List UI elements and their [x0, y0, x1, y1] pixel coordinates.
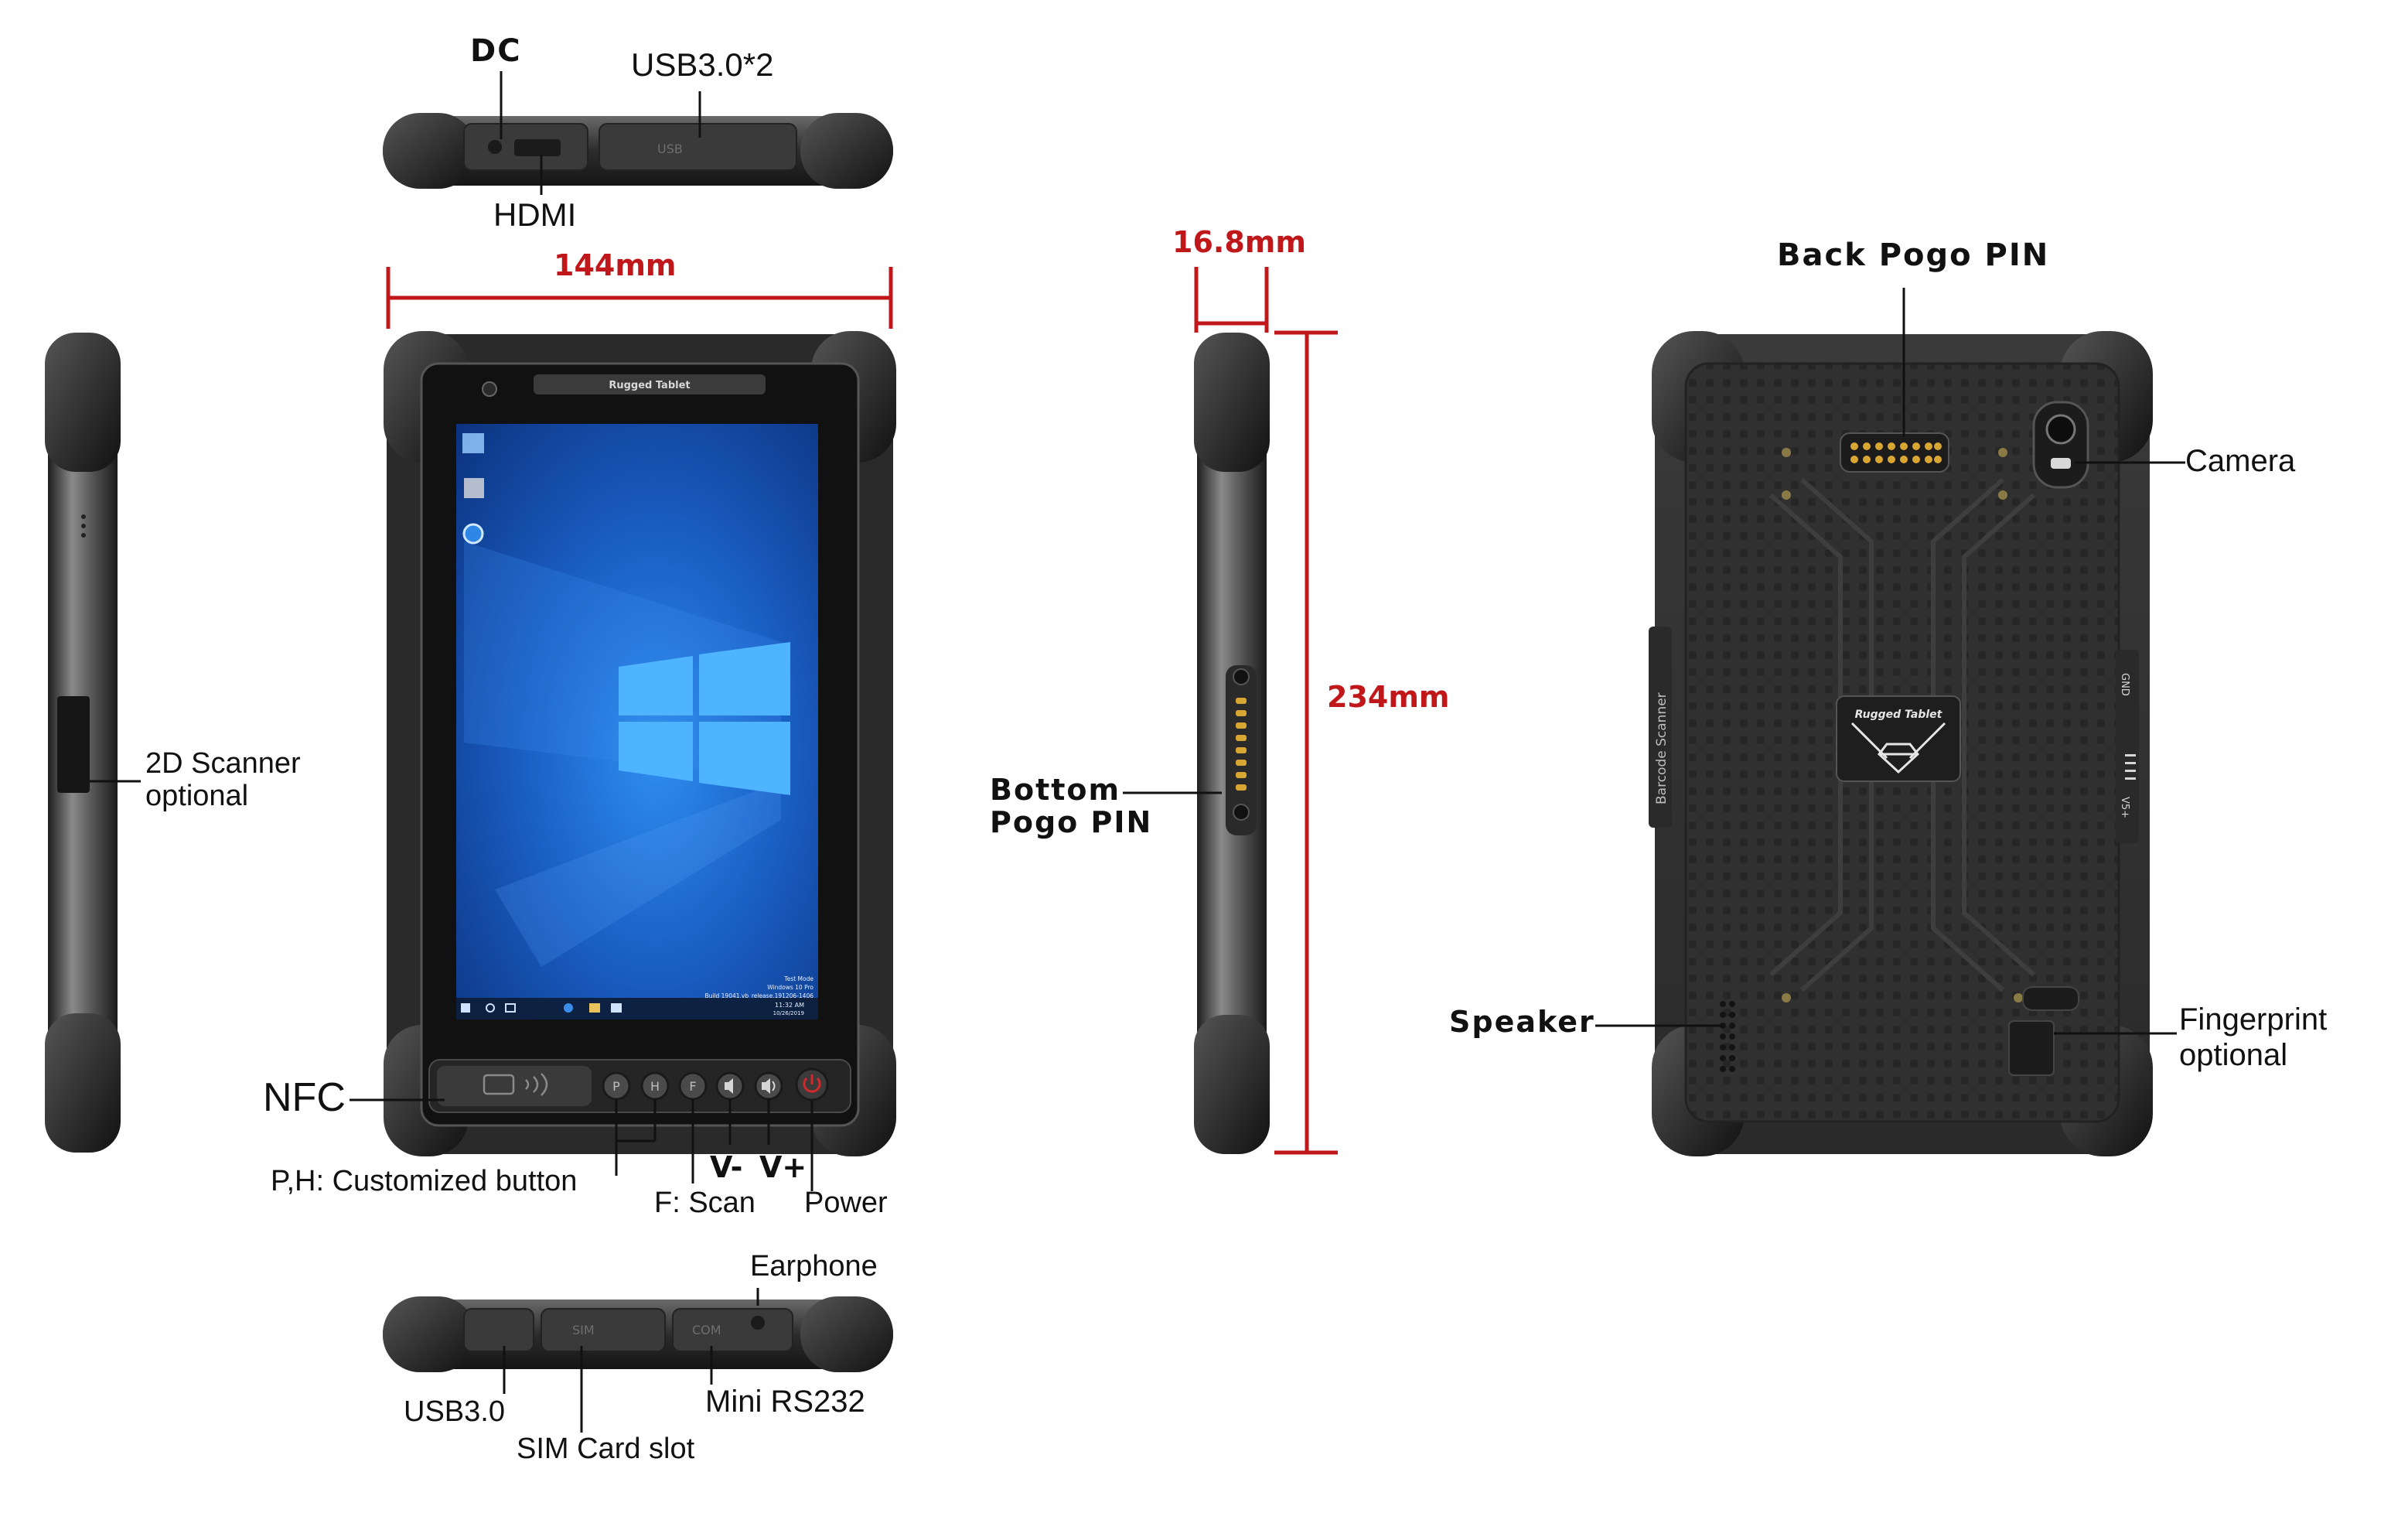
dc-label: DC — [470, 33, 522, 69]
usb-port-cover — [599, 123, 797, 171]
gnd-side-text: GND — [2119, 673, 2130, 696]
bottom-pogo-pins — [1236, 698, 1247, 791]
taskbar-time: 11:32 AM — [775, 1002, 804, 1009]
custom-button-label: P,H: Customized button — [271, 1165, 578, 1197]
top-edge-right-bumper — [800, 113, 893, 189]
svg-text:F: F — [689, 1079, 696, 1094]
hdmi-port — [514, 139, 561, 156]
left-side-bottom-bumper — [45, 1013, 121, 1153]
bezel-brand-text: Rugged Tablet — [609, 380, 690, 391]
back-brand-text: Rugged Tablet — [1855, 709, 1943, 721]
speaker-label: Speaker — [1449, 1005, 1595, 1039]
mini-rs232-label: Mini RS232 — [705, 1385, 865, 1419]
watermark-line-1: Test Mode — [783, 975, 813, 982]
earphone-label: Earphone — [750, 1250, 878, 1282]
front-camera-icon — [482, 381, 497, 397]
back-pogo-pins — [1850, 442, 1942, 463]
scan-label: F: Scan — [654, 1187, 755, 1219]
taskbar-date: 10/26/2019 — [773, 1010, 804, 1016]
earphone-jack — [751, 1316, 765, 1330]
key-f-scan-button[interactable]: F — [678, 1071, 708, 1101]
watermark-line-3: Build 19041.vb_release.191206-1406 — [704, 992, 813, 999]
back-pogo-label: Back Pogo PIN — [1777, 237, 2050, 273]
hdmi-label: HDMI — [493, 196, 577, 233]
width-dimension-label: 144mm — [554, 248, 677, 282]
com-cover — [672, 1308, 793, 1352]
svg-text:H: H — [650, 1079, 660, 1094]
bottom-edge-view: SIM COM — [383, 1288, 893, 1433]
start-icon — [461, 1003, 470, 1013]
usb-engraving: USB — [657, 142, 683, 156]
key-h-button[interactable]: H — [640, 1071, 670, 1101]
back-brand-badge — [1836, 695, 1961, 782]
desktop-app-icon — [464, 478, 484, 498]
taskbar — [456, 998, 818, 1019]
fingerprint-sensor — [2008, 1020, 2055, 1076]
top-edge-left-bumper — [383, 113, 476, 189]
v5-side-text: V5+ — [2119, 797, 2130, 818]
left-side-view — [45, 333, 141, 1153]
diamond-logo-icon — [1850, 722, 1946, 774]
recycle-bin-icon — [462, 433, 484, 453]
nfc-icon — [483, 1073, 548, 1096]
camera-flash-icon — [2051, 458, 2071, 469]
volume-up-button[interactable] — [754, 1071, 783, 1101]
task-view-icon — [505, 1003, 516, 1013]
right-side-view — [1123, 267, 1338, 1155]
scanner-label-line2: optional — [145, 780, 249, 812]
sim-engraving: SIM — [572, 1323, 595, 1337]
speaker-grill — [1720, 1001, 1735, 1072]
2d-scanner-window — [57, 696, 90, 793]
usb30-label: USB3.0 — [404, 1395, 505, 1428]
top-edge-view: USB — [383, 71, 893, 195]
left-side-top-bumper — [45, 333, 121, 472]
scanner-label-line1: 2D Scanner — [145, 747, 301, 780]
volume-down-button[interactable] — [715, 1071, 745, 1101]
height-dimension-label: 234mm — [1327, 680, 1450, 714]
sim-card-slot-label: SIM Card slot — [517, 1433, 695, 1465]
camera-lens-icon — [2045, 414, 2076, 445]
edge-browser-icon — [462, 523, 484, 545]
svg-text:P: P — [612, 1079, 620, 1094]
explorer-icon — [589, 1003, 600, 1013]
bottom-pogo-label-line2: Pogo PIN — [990, 805, 1153, 839]
barcode-scanner-side-text: Barcode Scanner — [1654, 692, 1670, 804]
edge-taskbar-icon — [564, 1003, 573, 1013]
camera-label: Camera — [2185, 444, 2296, 478]
back-pogo-plate — [1840, 432, 1949, 473]
windows-logo-icon — [619, 642, 790, 795]
fingerprint-label-line1: Fingerprint — [2179, 1002, 2328, 1037]
power-label: Power — [804, 1187, 888, 1219]
dc-port — [488, 140, 502, 154]
volume-down-label: V- — [710, 1150, 743, 1184]
bezel-nameplate — [534, 374, 766, 394]
usb30-port-cover — [463, 1308, 534, 1352]
volume-up-label: V+ — [759, 1150, 807, 1184]
power-button[interactable] — [795, 1067, 829, 1101]
sim-cover — [541, 1308, 666, 1352]
watermark-line-2: Windows 10 Pro — [767, 984, 813, 991]
front-view: Rugged Tablet Test Mode Windows 10 Pro B… — [350, 267, 896, 1191]
nfc-label: NFC — [263, 1075, 346, 1120]
back-view: Barcode Scanner GND V5+ Rugged Tablet — [1595, 288, 2185, 1156]
store-icon — [611, 1003, 622, 1013]
thickness-dimension-label: 16.8mm — [1172, 225, 1306, 259]
key-p-button[interactable]: P — [602, 1071, 631, 1101]
bottom-pogo-label-line1: Bottom — [990, 773, 1121, 807]
usb30x2-label: USB3.0*2 — [631, 46, 774, 83]
fingerprint-label-line2: optional — [2179, 1038, 2288, 1072]
com-engraving: COM — [692, 1323, 721, 1337]
search-icon — [486, 1003, 495, 1013]
